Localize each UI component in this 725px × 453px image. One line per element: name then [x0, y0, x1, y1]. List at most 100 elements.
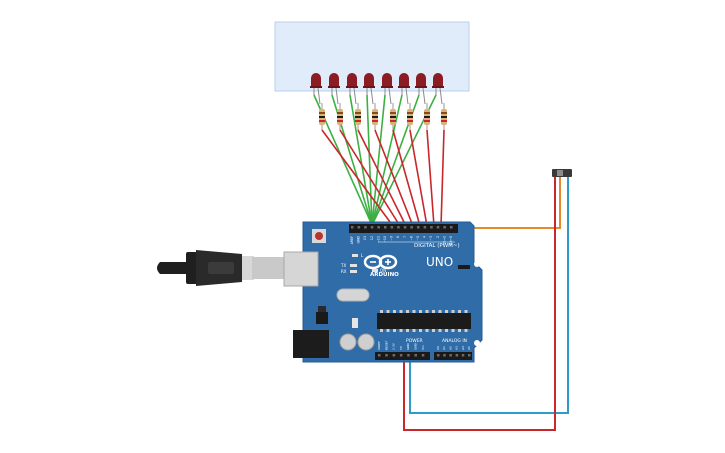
pin-hole[interactable] [423, 226, 427, 229]
pin-hole[interactable] [378, 354, 381, 357]
analog-label: ANALOG IN [442, 338, 467, 344]
ground-wire [349, 94, 373, 226]
usb-cable [157, 250, 284, 286]
pin-label: A4 [461, 346, 465, 350]
led [310, 73, 322, 105]
pin-hole[interactable] [455, 354, 459, 357]
pin-hole[interactable] [436, 226, 440, 229]
pin-hole[interactable] [450, 226, 453, 229]
led [432, 73, 444, 105]
pin-hole[interactable] [407, 354, 410, 357]
pin-label: RX←0 [449, 236, 453, 245]
digital-header [349, 224, 458, 233]
resistor [390, 103, 396, 130]
capacitor [339, 333, 357, 351]
pin-hole[interactable] [397, 226, 400, 229]
signal-wire [392, 129, 421, 227]
signal-wire [374, 129, 414, 227]
leds [310, 73, 444, 105]
pin-label: RESET [384, 340, 388, 350]
pin-hole[interactable] [390, 226, 394, 229]
pin-label: A0 [436, 346, 440, 350]
pin-label: 12 [370, 236, 374, 240]
status-leds: L TX RX ON [340, 253, 386, 274]
resistor [337, 103, 343, 130]
orange-signal-wire [456, 176, 561, 229]
digital-label: DIGITAL (PWM~) [414, 243, 460, 249]
signal-wire [339, 129, 401, 227]
pin-hole[interactable] [449, 354, 452, 357]
pin-hole[interactable] [468, 354, 471, 357]
signal-wire [321, 129, 394, 227]
pin-hole[interactable] [414, 354, 418, 357]
pin-label: 5V [399, 345, 403, 350]
led [328, 73, 340, 105]
pin-label: GND [414, 342, 418, 350]
pin-hole[interactable] [399, 354, 403, 357]
pin-label: ~6 [409, 236, 413, 241]
resistor [407, 103, 413, 130]
mounting-hole [474, 340, 480, 346]
red-power-wire [403, 176, 556, 431]
resistor [424, 103, 430, 130]
signal-wire [357, 129, 407, 227]
ground-wire [371, 94, 386, 226]
pin-hole[interactable] [392, 354, 396, 357]
ground-wire [366, 94, 373, 226]
pin-label: 3.3V [392, 342, 396, 350]
reset-button[interactable] [312, 229, 326, 243]
slide-switch[interactable] [552, 169, 572, 177]
svg-text:RX: RX [341, 269, 347, 274]
pin-hole[interactable] [370, 226, 374, 229]
pin-hole[interactable] [357, 226, 361, 229]
pin-hole[interactable] [384, 226, 387, 229]
pin-label: A2 [448, 346, 452, 350]
pin-label: ~3 [429, 236, 433, 241]
pin-hole[interactable] [461, 354, 465, 357]
led [398, 73, 410, 105]
pin-label: 8 [396, 236, 400, 238]
pin-hole[interactable] [443, 226, 446, 229]
resistor [441, 103, 447, 130]
pin-label: ~5 [416, 236, 420, 241]
pin-label: TX→1 [442, 236, 446, 246]
pin-hole[interactable] [421, 354, 425, 357]
power-header [375, 352, 430, 360]
pin-hole[interactable] [437, 354, 440, 357]
pin-label: GND [357, 235, 361, 243]
analog-header [434, 352, 472, 360]
mounting-hole [474, 261, 480, 267]
svg-text:TX: TX [340, 263, 346, 268]
signal-wire [440, 129, 445, 227]
usb-jack [283, 251, 319, 287]
arduino-logo [363, 254, 398, 270]
capacitor [357, 333, 375, 351]
svg-text:L: L [361, 253, 364, 258]
led [363, 73, 375, 105]
pin-label: ~11 [376, 236, 380, 243]
blue-ground-wire [409, 176, 569, 414]
pin-hole[interactable] [443, 354, 446, 357]
pin-hole[interactable] [364, 226, 367, 229]
signal-wire [409, 129, 428, 227]
pin-label: GND [406, 342, 410, 350]
pin-hole[interactable] [377, 226, 380, 229]
resistors [319, 103, 447, 130]
pin-label: A5 [467, 346, 471, 350]
pin-hole[interactable] [410, 226, 413, 229]
pin-hole[interactable] [430, 226, 433, 229]
pin-hole[interactable] [385, 354, 388, 357]
pin-hole[interactable] [403, 226, 407, 229]
pin-label: ~10 [383, 236, 387, 243]
power-label: POWER [406, 338, 423, 344]
pin-label: A1 [442, 346, 446, 350]
pin-hole[interactable] [417, 226, 420, 229]
led [381, 73, 393, 105]
pin-hole[interactable] [351, 226, 354, 229]
led [415, 73, 427, 105]
crystal-oscillator [336, 288, 370, 302]
dc-barrel-jack [293, 330, 329, 358]
sensor-wires [403, 176, 569, 431]
